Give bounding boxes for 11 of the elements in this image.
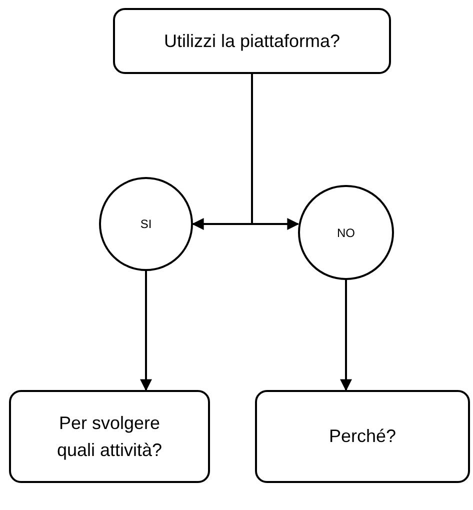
- process-box: [255, 390, 470, 483]
- node-label: NO: [337, 224, 355, 242]
- node-label: Perché?: [328, 425, 396, 448]
- arrow: [340, 280, 352, 392]
- node-label: SI: [140, 216, 152, 233]
- node-label: Per svolgere quali attività?: [56, 412, 164, 462]
- arrow: [140, 271, 152, 392]
- process-box: [9, 390, 210, 483]
- arrow: [251, 74, 300, 230]
- process-box: [113, 8, 391, 74]
- node-label: Utilizzi la piattaforma?: [164, 30, 340, 53]
